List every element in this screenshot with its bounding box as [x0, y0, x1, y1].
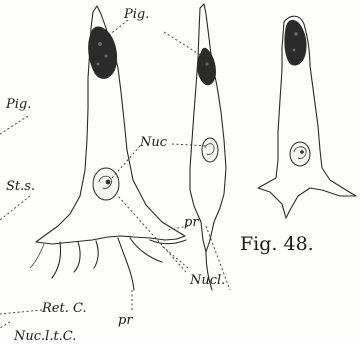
cell-1-process: [30, 244, 44, 268]
cell-1-process: [74, 242, 80, 272]
leader-ret-c: [0, 310, 42, 314]
cell-1-process: [52, 242, 61, 278]
leader-pig-top: [164, 32, 202, 56]
leader-nuc: [112, 146, 140, 178]
cell-3-pigment: [284, 20, 306, 66]
pigment-granule: [97, 63, 100, 66]
pigment-granule: [104, 54, 107, 57]
label-nuc-l: Nuc.l.t.C.: [13, 329, 76, 342]
cell-1-nucleolus-dot: [106, 180, 111, 185]
label-st-s: St.s.: [6, 179, 35, 194]
label-pr-right: pr: [184, 215, 199, 230]
cell-1-process: [150, 240, 186, 244]
cell-1-pigment: [88, 27, 117, 79]
leader-pig-top: [108, 20, 128, 36]
leader-st-s: [0, 196, 30, 220]
cell-2-pigment: [197, 48, 216, 86]
cell-3-nucleus: [290, 142, 310, 166]
pigment-granule: [294, 32, 298, 36]
cell-1-process: [130, 238, 162, 262]
cell-2: [190, 4, 226, 290]
pigment-granule: [293, 49, 296, 52]
pigment-granule: [98, 42, 102, 46]
cell-1-process: [94, 241, 98, 268]
label-ret-c: Ret. C.: [41, 301, 87, 316]
leader-nuc-l: [0, 322, 10, 328]
label-nucl: Nucl.: [189, 273, 225, 288]
cell-1-process: [118, 238, 134, 290]
cell-2-nucleus: [202, 138, 218, 162]
label-pig-left: Pig.: [5, 97, 31, 112]
label-nuc: Nuc: [139, 135, 168, 150]
leader-pig-left: [0, 116, 28, 134]
cell-1-nucleus: [93, 168, 119, 200]
figure-caption: Fig. 48.: [240, 233, 314, 255]
pigment-granule: [205, 62, 208, 65]
label-pig-top: Pig.: [123, 7, 149, 22]
cell-3-nucleolus-dot: [300, 150, 304, 154]
leader-nucl: [118, 196, 186, 272]
cell-3-outline: [258, 16, 356, 218]
cell-3: [258, 16, 356, 218]
label-pr-bottom: pr: [118, 313, 133, 328]
leader-nucl: [162, 246, 188, 268]
